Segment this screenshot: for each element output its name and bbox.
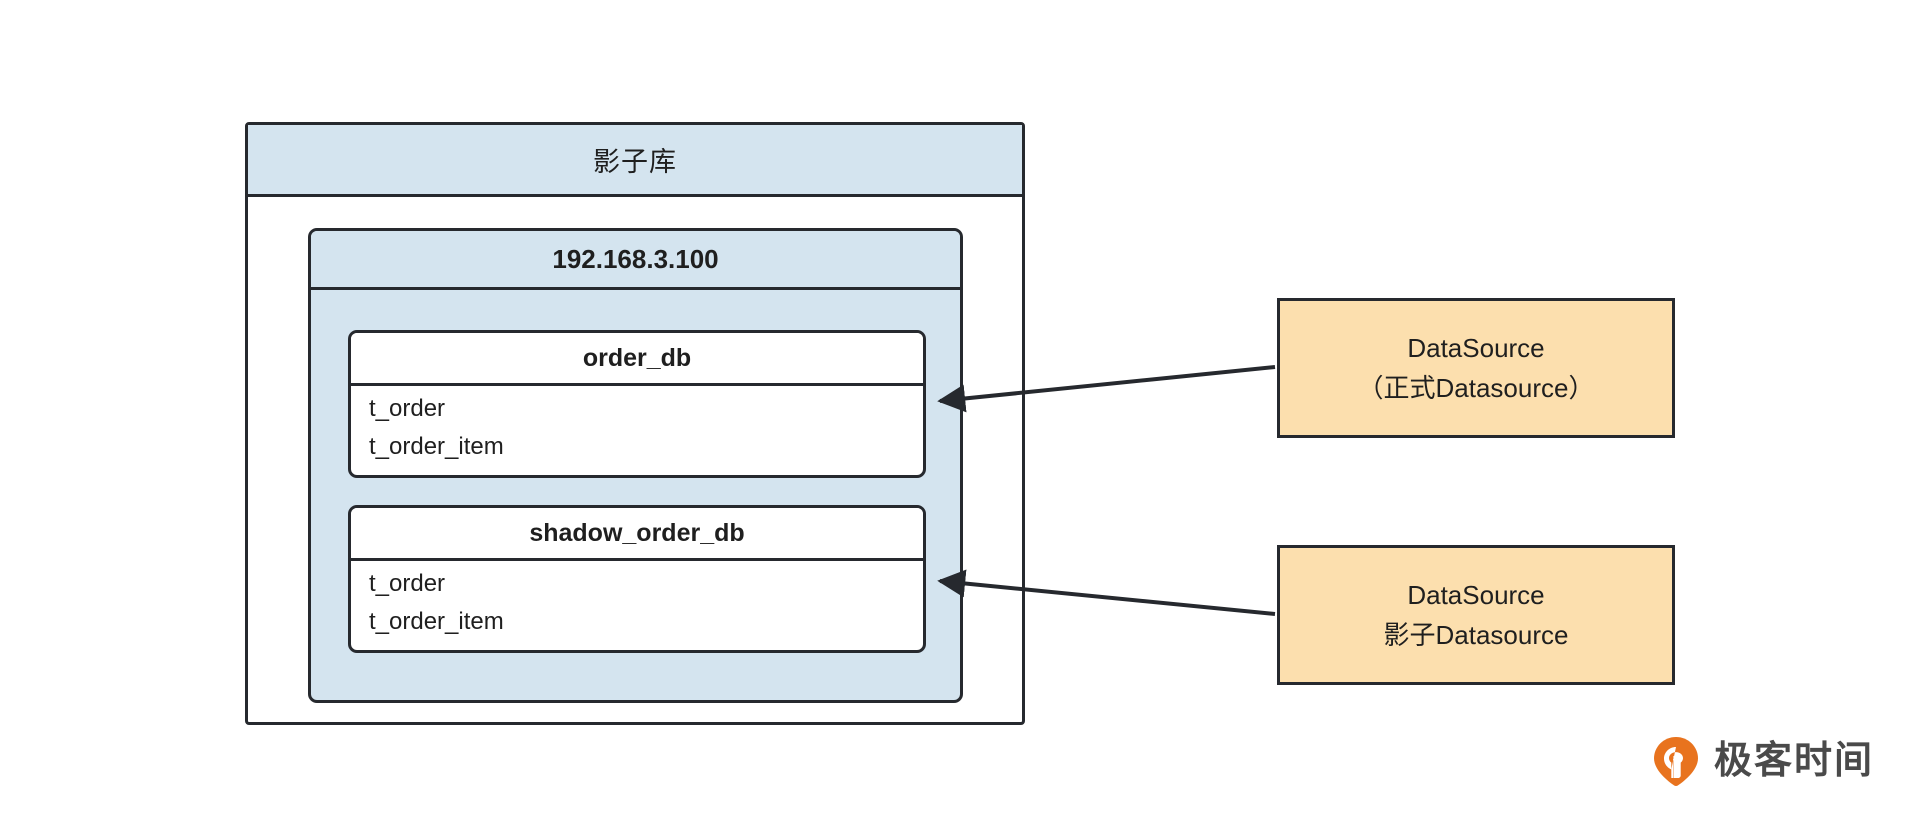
database-card-order-db: order_db t_order t_order_item bbox=[348, 330, 926, 478]
datasource-box-shadow: DataSource 影子Datasource bbox=[1277, 545, 1675, 685]
table-list-order-db: t_order t_order_item bbox=[351, 386, 923, 466]
table-row: t_order_item bbox=[369, 433, 504, 460]
table-row: t_order bbox=[369, 570, 446, 597]
brand-logo: 极客时间 bbox=[1650, 735, 1874, 787]
brand-name: 极客时间 bbox=[1714, 740, 1875, 782]
datasource-box-primary: DataSource （正式Datasource） bbox=[1277, 298, 1675, 438]
datasource-shadow-line1: DataSource bbox=[1407, 580, 1545, 610]
table-row: t_order_item bbox=[369, 608, 504, 635]
database-name-order-db: order_db bbox=[351, 333, 923, 386]
table-list-shadow-order-db: t_order t_order_item bbox=[351, 561, 923, 641]
geektime-pin-icon bbox=[1654, 737, 1698, 787]
datasource-shadow-line2: 影子Datasource bbox=[1383, 620, 1569, 650]
datasource-primary-line1: DataSource bbox=[1407, 333, 1545, 363]
shadow-library-title: 影子库 bbox=[248, 125, 1022, 197]
database-name-shadow-order-db: shadow_order_db bbox=[351, 508, 923, 561]
host-title: 192.168.3.100 bbox=[311, 231, 960, 290]
table-row: t_order bbox=[369, 395, 446, 422]
datasource-primary-line2: （正式Datasource） bbox=[1357, 373, 1595, 403]
database-card-shadow-order-db: shadow_order_db t_order t_order_item bbox=[348, 505, 926, 653]
